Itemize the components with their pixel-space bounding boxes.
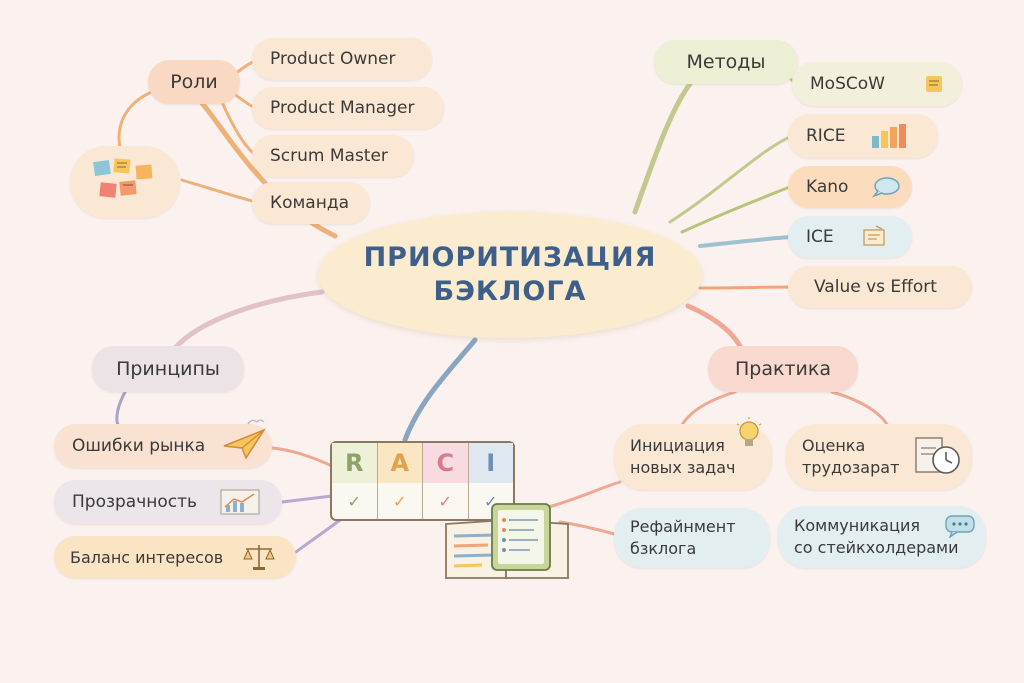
node-team: Команда bbox=[252, 182, 370, 224]
link-raci-errors bbox=[270, 446, 334, 468]
chat-bubble-icon bbox=[945, 515, 975, 538]
link-principles-errors bbox=[115, 390, 127, 427]
raci-col-a: A ✓ bbox=[377, 443, 423, 519]
node-transparency: Прозрачность bbox=[54, 480, 282, 524]
node-communication: Коммуникация со стейкхолдерами bbox=[778, 506, 986, 568]
book-tablet-icon bbox=[445, 503, 569, 579]
node-market-errors: Ошибки рынка bbox=[54, 419, 272, 468]
node-estimation-line2: трудозарат bbox=[802, 458, 900, 477]
link-roles-sm bbox=[220, 100, 258, 157]
link-raci-balance bbox=[294, 518, 342, 554]
node-estimation: Оценка трудозарат bbox=[786, 424, 972, 490]
branch-principles-label: Принципы bbox=[116, 358, 220, 380]
branch-roles: Роли bbox=[148, 60, 240, 104]
raci-check-c: ✓ bbox=[438, 491, 452, 511]
node-rice-label: RICE bbox=[806, 126, 846, 146]
link-center-methods bbox=[632, 81, 693, 215]
node-product-manager: Product Manager bbox=[252, 87, 444, 129]
node-kano-label: Kano bbox=[806, 177, 849, 197]
scales-icon bbox=[243, 545, 275, 570]
node-initiation: Инициация новых задач bbox=[614, 417, 772, 490]
link-center-kano bbox=[680, 184, 794, 234]
node-moscow: MoSCoW bbox=[792, 62, 962, 106]
link-practice-estimate bbox=[830, 390, 890, 428]
node-refinement-line1: Рефайнмент bbox=[630, 517, 736, 536]
branch-practice: Практика bbox=[708, 346, 858, 392]
node-moscow-label: MoSCoW bbox=[810, 74, 885, 94]
roles-notes-bubble bbox=[70, 146, 180, 218]
branch-methods: Методы bbox=[654, 40, 798, 84]
central-topic: ПРИОРИТИЗАЦИЯ БЭКЛОГА bbox=[318, 212, 702, 338]
raci-col-c: C ✓ bbox=[423, 443, 469, 519]
node-product-owner: Product Owner bbox=[252, 38, 432, 80]
node-rice: RICE bbox=[788, 114, 938, 158]
node-balance-label: Баланс интересов bbox=[70, 547, 224, 567]
clipboard-clock-icon bbox=[915, 437, 960, 474]
line-chart-icon bbox=[220, 489, 260, 515]
raci-col-r: R ✓ bbox=[332, 443, 378, 519]
node-estimation-line1: Оценка bbox=[802, 436, 866, 455]
raci-col-i: I ✓ bbox=[468, 443, 513, 519]
node-team-label: Команда bbox=[270, 193, 349, 213]
link-roles-team bbox=[180, 178, 258, 204]
branch-roles-label: Роли bbox=[170, 71, 218, 93]
node-transparency-label: Прозрачность bbox=[72, 492, 198, 512]
paper-plane-icon bbox=[223, 419, 266, 460]
link-center-practice bbox=[685, 303, 745, 353]
node-refinement-line2: бзклога bbox=[630, 539, 697, 558]
speech-bubble-icon bbox=[872, 177, 900, 198]
raci-check-a: ✓ bbox=[393, 491, 407, 511]
node-scrum-master-label: Scrum Master bbox=[270, 146, 388, 166]
branch-practice-label: Практика bbox=[734, 358, 831, 380]
link-center-principles bbox=[172, 289, 325, 351]
raci-letter-r: R bbox=[332, 443, 377, 483]
node-kano: Kano bbox=[788, 166, 912, 208]
node-value-vs-effort-label: Value vs Effort bbox=[814, 277, 937, 297]
node-scrum-master: Scrum Master bbox=[252, 135, 414, 177]
node-value-vs-effort: Value vs Effort bbox=[788, 266, 972, 308]
branch-principles: Принципы bbox=[92, 346, 244, 392]
link-center-rice bbox=[668, 134, 794, 224]
raci-letter-c: C bbox=[423, 443, 468, 483]
link-center-ice bbox=[698, 235, 794, 248]
central-topic-line1: ПРИОРИТИЗАЦИЯ bbox=[363, 242, 657, 273]
node-initiation-line2: новых задач bbox=[630, 458, 736, 477]
sticky-notes-icon bbox=[93, 158, 153, 198]
link-practice-init bbox=[678, 390, 737, 430]
link-center-raci bbox=[402, 337, 478, 443]
link-center-value bbox=[698, 285, 794, 290]
node-market-errors-label: Ошибки рынка bbox=[72, 436, 206, 456]
raci-matrix: R ✓ A ✓ C ✓ I ✓ bbox=[330, 441, 515, 521]
light-bulb-icon bbox=[736, 417, 762, 446]
node-product-manager-label: Product Manager bbox=[270, 98, 415, 118]
node-initiation-line1: Инициация bbox=[630, 436, 725, 455]
link-backlog-refinement bbox=[558, 520, 620, 537]
raci-letter-i: I bbox=[468, 443, 513, 483]
node-communication-line1: Коммуникация bbox=[794, 516, 920, 535]
bar-chart-icon bbox=[872, 124, 906, 148]
node-communication-line2: со стейкхолдерами bbox=[794, 538, 959, 557]
raci-letter-a: A bbox=[377, 443, 422, 483]
checklist-card-icon bbox=[863, 225, 885, 246]
sticky-note-icon bbox=[926, 76, 942, 92]
central-topic-line2: БЭКЛОГА bbox=[433, 276, 587, 307]
node-product-owner-label: Product Owner bbox=[270, 49, 396, 69]
node-ice: ICE bbox=[788, 216, 912, 258]
link-raci-transparency bbox=[280, 494, 334, 504]
node-balance: Баланс интересов bbox=[54, 536, 296, 578]
node-refinement: Рефайнмент бзклога bbox=[614, 508, 770, 568]
link-backlog-init bbox=[543, 480, 622, 510]
node-ice-label: ICE bbox=[806, 227, 834, 247]
branch-methods-label: Методы bbox=[686, 51, 766, 73]
raci-check-r: ✓ bbox=[347, 491, 361, 511]
